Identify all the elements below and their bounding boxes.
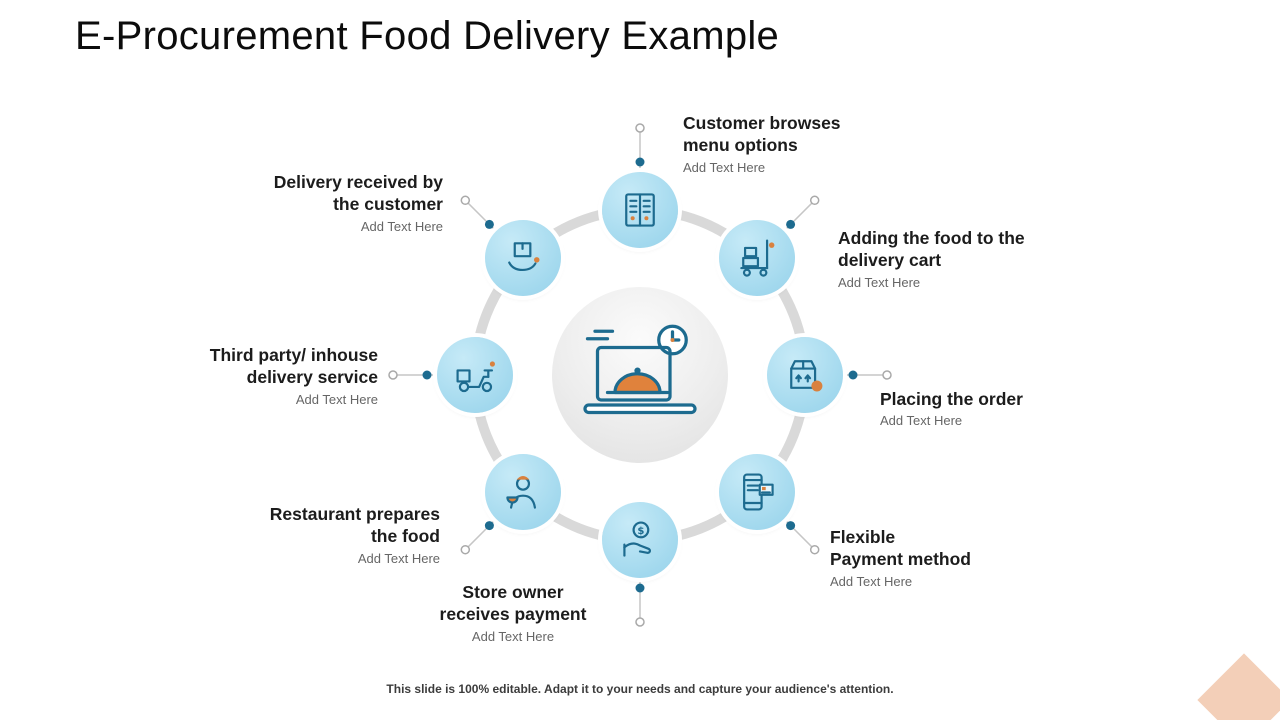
step-node-restaurant-prepares xyxy=(485,454,561,530)
step-node-receives-payment: $ xyxy=(602,502,678,578)
step-label-adding-to-cart: Adding the food to the delivery cart Add… xyxy=(838,227,1025,290)
step-title: Customer browses menu options xyxy=(683,113,841,156)
connector-bottom-left xyxy=(460,520,495,555)
mobile-payment-icon xyxy=(743,473,774,511)
step-label-restaurant-prepares: Restaurant prepares the food Add Text He… xyxy=(270,503,440,566)
connector-top xyxy=(635,123,645,168)
step-title: Flexible Payment method xyxy=(830,527,971,570)
step-placeholder: Add Text Here xyxy=(683,159,766,175)
step-placeholder: Add Text Here xyxy=(295,391,378,407)
slide-footer: This slide is 100% editable. Adapt it to… xyxy=(386,682,894,696)
step-label-placing-order: Placing the order Add Text Here xyxy=(880,388,1023,428)
step-node-placing-order xyxy=(767,337,843,413)
step-placeholder: Add Text Here xyxy=(838,274,921,290)
connector-left xyxy=(388,370,433,380)
step-title: Restaurant prepares the food xyxy=(269,504,440,547)
step-placeholder: Add Text Here xyxy=(880,413,963,429)
svg-text:$: $ xyxy=(637,526,644,537)
step-label-customer-browses: Customer browses menu options Add Text H… xyxy=(683,112,841,175)
connector-bottom xyxy=(635,582,645,627)
step-title: Store owner receives payment xyxy=(439,582,587,625)
step-label-payment-method: Flexible Payment method Add Text Here xyxy=(830,526,971,589)
step-node-delivery-service xyxy=(437,337,513,413)
step-title: Placing the order xyxy=(880,389,1023,409)
delivery-scooter-icon xyxy=(456,361,495,393)
center-hub xyxy=(552,287,728,463)
step-placeholder: Add Text Here xyxy=(360,218,443,234)
step-placeholder: Add Text Here xyxy=(357,550,440,566)
step-label-delivery-received: Delivery received by the customer Add Te… xyxy=(274,171,443,234)
step-label-delivery-service: Third party/ inhouse delivery service Ad… xyxy=(210,344,378,407)
step-placeholder: Add Text Here xyxy=(830,573,913,589)
step-node-adding-to-cart xyxy=(719,220,795,296)
slide-title: E-Procurement Food Delivery Example xyxy=(75,14,780,58)
step-placeholder: Add Text Here xyxy=(471,628,555,644)
online-food-order-icon xyxy=(583,324,697,415)
connector-right xyxy=(847,370,892,380)
connector-bottom-right xyxy=(785,520,820,555)
step-title: Third party/ inhouse delivery service xyxy=(209,345,378,388)
step-node-delivery-received xyxy=(485,220,561,296)
hand-truck-icon xyxy=(740,239,775,277)
step-title: Adding the food to the delivery cart xyxy=(838,228,1025,271)
connector-top-right xyxy=(785,195,820,230)
step-node-payment-method xyxy=(719,454,795,530)
step-node-customer-browses xyxy=(602,172,678,248)
package-icon xyxy=(790,360,823,392)
step-label-receives-payment: Store owner receives payment Add Text He… xyxy=(413,581,613,644)
menu-icon xyxy=(625,193,655,227)
package-handover-icon xyxy=(508,242,540,272)
connector-top-left xyxy=(460,195,495,230)
coin-hand-icon: $ xyxy=(623,521,651,557)
step-title: Delivery received by the customer xyxy=(273,172,443,215)
chef-icon xyxy=(506,475,537,509)
